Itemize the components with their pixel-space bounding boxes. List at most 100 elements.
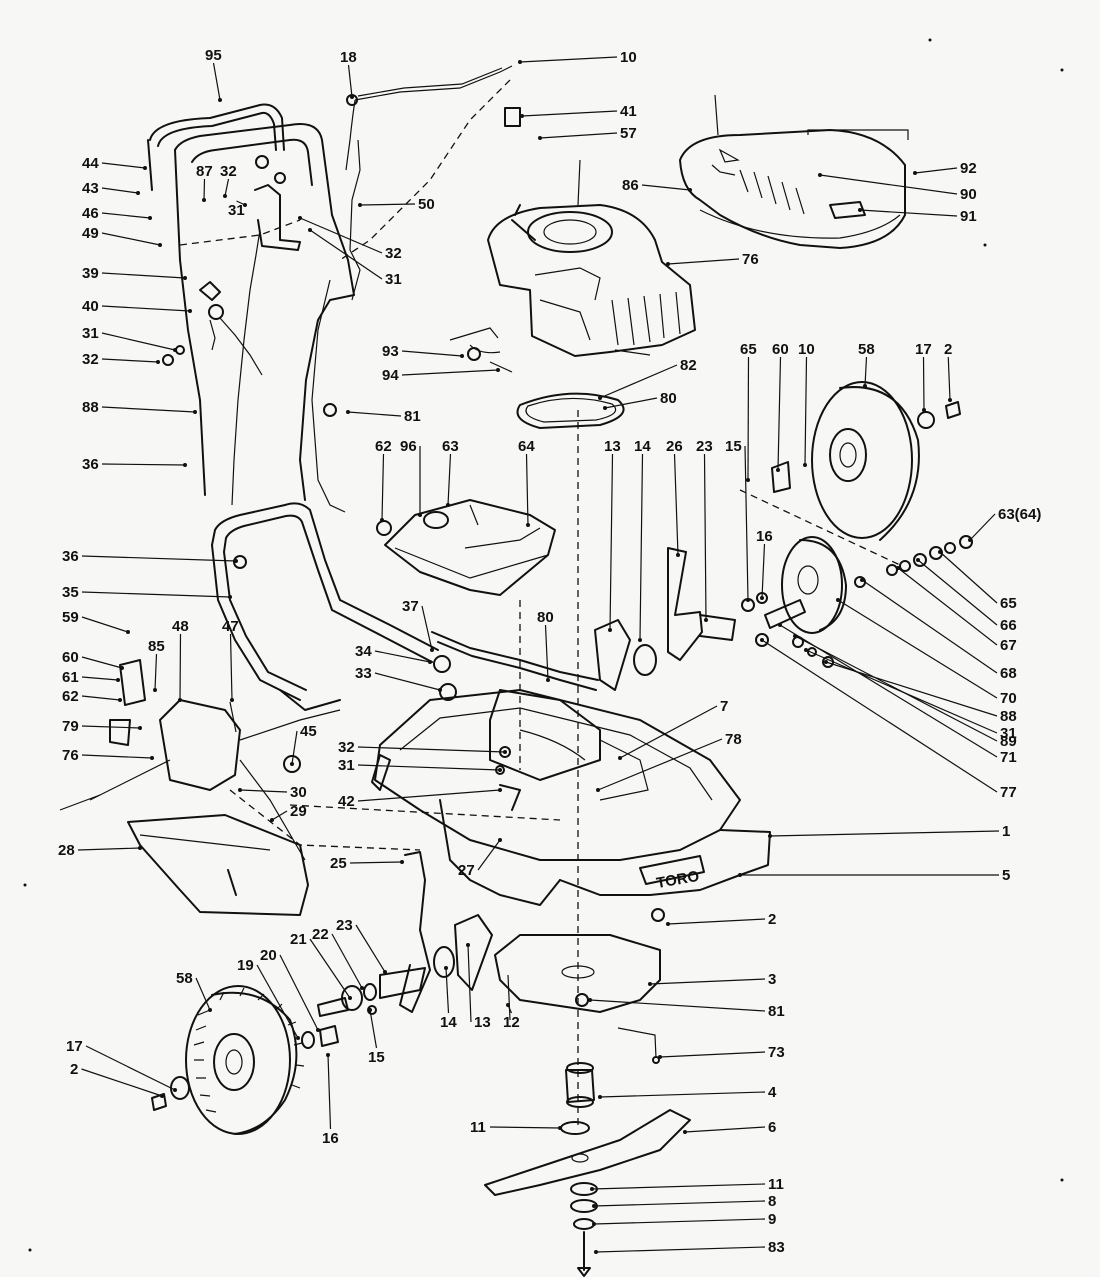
front-wheel xyxy=(151,983,377,1135)
drive-chain xyxy=(431,631,599,701)
callout-label: 60 xyxy=(772,341,789,358)
callout-leader-line xyxy=(85,1045,176,1091)
callout-leader-line xyxy=(761,639,998,793)
callout-label: 76 xyxy=(62,747,79,764)
callout-c64: 64 xyxy=(518,438,535,527)
callout-c50: 50 xyxy=(358,196,435,213)
callout-leader-tip xyxy=(648,982,652,986)
callout-leader-line xyxy=(374,650,431,663)
callout-label: 5 xyxy=(1002,867,1010,884)
callout-label: 66 xyxy=(1000,617,1017,634)
callout-c20: 20 xyxy=(260,947,320,1032)
callout-c62a: 62 xyxy=(62,688,122,705)
callout-leader-tip xyxy=(618,756,622,760)
callout-label: 88 xyxy=(82,399,99,416)
callout-leader-line xyxy=(447,453,452,506)
callout-leader-tip xyxy=(138,726,142,730)
callout-label: 17 xyxy=(915,341,932,358)
callout-c29: 29 xyxy=(270,803,307,822)
callout-label: 6 xyxy=(768,1119,776,1136)
callout-label: 14 xyxy=(440,1014,457,1031)
callout-label: 81 xyxy=(404,408,421,425)
callout-leader-tip xyxy=(608,628,612,632)
callout-c41: 41 xyxy=(520,103,637,120)
callout-leader-line xyxy=(859,209,958,217)
callout-label: 4 xyxy=(768,1084,777,1101)
callout-label: 27 xyxy=(458,862,475,879)
callout-c36a: 36 xyxy=(82,456,187,473)
callout-label: 63 xyxy=(442,438,459,455)
callout-leader-line xyxy=(327,1054,332,1130)
callout-label: 41 xyxy=(620,103,637,120)
callout-leader-line xyxy=(195,977,211,1011)
callout-label: 17 xyxy=(66,1038,83,1055)
callout-leader-line xyxy=(761,543,766,599)
callout-leader-line xyxy=(81,676,119,681)
small-parts-93-94 xyxy=(449,327,513,373)
callout-c86: 86 xyxy=(622,177,692,194)
engine-cover xyxy=(679,94,909,249)
callout-c49: 49 xyxy=(82,225,162,247)
callout-c94: 94 xyxy=(382,367,500,384)
callout-label: 44 xyxy=(82,155,99,172)
callout-leader-line xyxy=(421,605,433,651)
callout-label: 87 xyxy=(196,163,213,180)
callout-c46: 46 xyxy=(82,205,152,222)
callout-label: 16 xyxy=(322,1130,339,1147)
callout-label: 61 xyxy=(62,669,79,686)
callout-leader-line xyxy=(374,672,441,691)
callout-leader-tip xyxy=(594,1250,598,1254)
callout-leader-line xyxy=(101,232,161,246)
callout-label: 32 xyxy=(385,245,402,262)
callout-label: 31 xyxy=(338,757,355,774)
callout-leader-line xyxy=(101,212,151,219)
callout-label: 14 xyxy=(634,438,651,455)
callout-leader-tip xyxy=(358,203,362,207)
callout-leader-tip xyxy=(290,762,294,766)
callout-leader-tip xyxy=(498,768,502,772)
callout-label: 58 xyxy=(176,970,193,987)
callout-c13b: 13 xyxy=(466,943,491,1031)
callout-c65: 65 xyxy=(740,341,757,482)
callout-leader-tip xyxy=(592,1204,596,1208)
callout-leader-tip xyxy=(243,203,247,207)
callout-label: 79 xyxy=(62,718,79,735)
callout-c42: 42 xyxy=(338,788,502,810)
callout-leader-line xyxy=(101,187,139,194)
callout-label: 49 xyxy=(82,225,99,242)
callout-c25: 25 xyxy=(330,855,404,872)
callout-leader-tip xyxy=(518,60,522,64)
callout-leader-line xyxy=(401,369,499,376)
callout-c57: 57 xyxy=(538,125,637,142)
callout-label: 48 xyxy=(172,618,189,635)
callout-leader-line xyxy=(279,954,319,1031)
callout-c9: 9 xyxy=(592,1211,776,1228)
callout-leader-line xyxy=(101,463,186,466)
callout-label: 31 xyxy=(228,202,245,219)
callout-leader-line xyxy=(599,364,678,399)
callout-c66: 66 xyxy=(916,558,1017,634)
callout-c15a: 15 xyxy=(725,438,750,602)
callout-leader-line xyxy=(593,1218,766,1225)
callout-leader-tip xyxy=(126,630,130,634)
callout-leader-tip xyxy=(638,638,642,642)
callout-leader-line xyxy=(101,272,186,279)
callout-c2c: 2 xyxy=(70,1061,164,1098)
callout-leader-tip xyxy=(148,216,152,220)
callout-leader-line xyxy=(779,624,998,758)
callout-leader-tip xyxy=(588,998,592,1002)
callout-c10b: 10 xyxy=(798,341,815,467)
callout-leader-line xyxy=(445,967,450,1014)
callout-c16b: 16 xyxy=(322,1053,339,1147)
callout-c62b: 62 xyxy=(375,438,392,522)
callout-label: 45 xyxy=(300,723,317,740)
callout-c2a: 2 xyxy=(944,341,952,402)
height-adjuster-front xyxy=(379,851,493,1013)
callout-label: 81 xyxy=(768,1003,785,1020)
callout-label: 22 xyxy=(312,926,329,943)
rear-grass-shield xyxy=(127,814,309,916)
callout-label: 94 xyxy=(382,367,399,384)
callout-label: 80 xyxy=(660,390,677,407)
callout-leader-line xyxy=(81,695,121,701)
